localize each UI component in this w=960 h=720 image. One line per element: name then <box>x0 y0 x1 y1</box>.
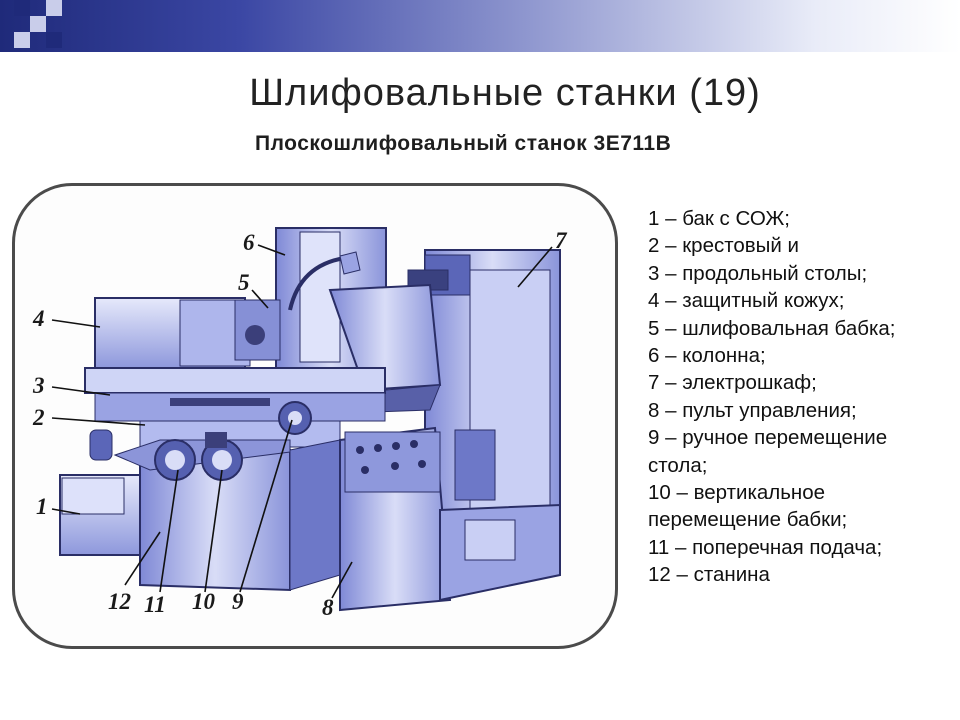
callout-3: 3 <box>33 373 45 398</box>
legend-item: 1 – бак с СОЖ; <box>648 207 790 230</box>
header-decor-square <box>46 0 62 16</box>
callout-4: 4 <box>33 306 45 331</box>
control-panel <box>339 426 452 612</box>
handwheels <box>154 401 312 481</box>
legend-item: 7 – электрошкаф; <box>648 371 817 395</box>
legend-item: 10 – вертикальное <box>648 481 826 505</box>
legend-item: 8 – пульт управления; <box>648 398 857 422</box>
parts-legend: 1 – бак с СОЖ; 2 – крестовый и 3 – продо… <box>648 205 895 589</box>
legend-item: 4 – защитный кожух; <box>648 289 845 313</box>
slide-header-bar <box>0 0 960 52</box>
tables <box>84 367 386 448</box>
protective-cover <box>94 297 281 369</box>
callout-2: 2 <box>33 405 45 430</box>
legend-item: 2 – крестовый и <box>648 234 799 258</box>
legend-item: 5 – шлифовальная бабка; <box>648 316 896 340</box>
slide-title: Шлифовальные станки (19) <box>249 72 761 114</box>
legend-item: перемещение бабки; <box>648 508 848 532</box>
legend-item: 3 – продольный столы; <box>648 261 868 285</box>
legend-item: 6 – колонна; <box>648 344 766 368</box>
leader-lines <box>51 244 553 599</box>
callout-5: 5 <box>238 270 250 295</box>
legend-item: стола; <box>648 453 708 477</box>
base <box>439 429 561 602</box>
callout-1: 1 <box>36 494 48 519</box>
legend-item: 11 – поперечная подача; <box>648 535 883 559</box>
callout-7: 7 <box>555 228 567 253</box>
callout-12: 12 <box>108 589 131 614</box>
coolant-tank <box>59 429 141 556</box>
callout-9: 9 <box>232 589 244 614</box>
legend-item: 9 – ручное перемещение <box>648 426 888 450</box>
callout-6: 6 <box>243 230 255 255</box>
callout-8: 8 <box>322 595 334 620</box>
header-decor-square <box>14 32 30 48</box>
slide-subtitle: Плоскошлифовальный станок 3Е711В <box>255 132 672 155</box>
callout-11: 11 <box>144 592 166 617</box>
legend-item: 12 – станина <box>648 563 770 587</box>
header-decor-square <box>30 16 46 32</box>
header-decor-square <box>46 32 62 48</box>
callout-10: 10 <box>192 589 215 614</box>
header-decor-square <box>14 0 30 16</box>
